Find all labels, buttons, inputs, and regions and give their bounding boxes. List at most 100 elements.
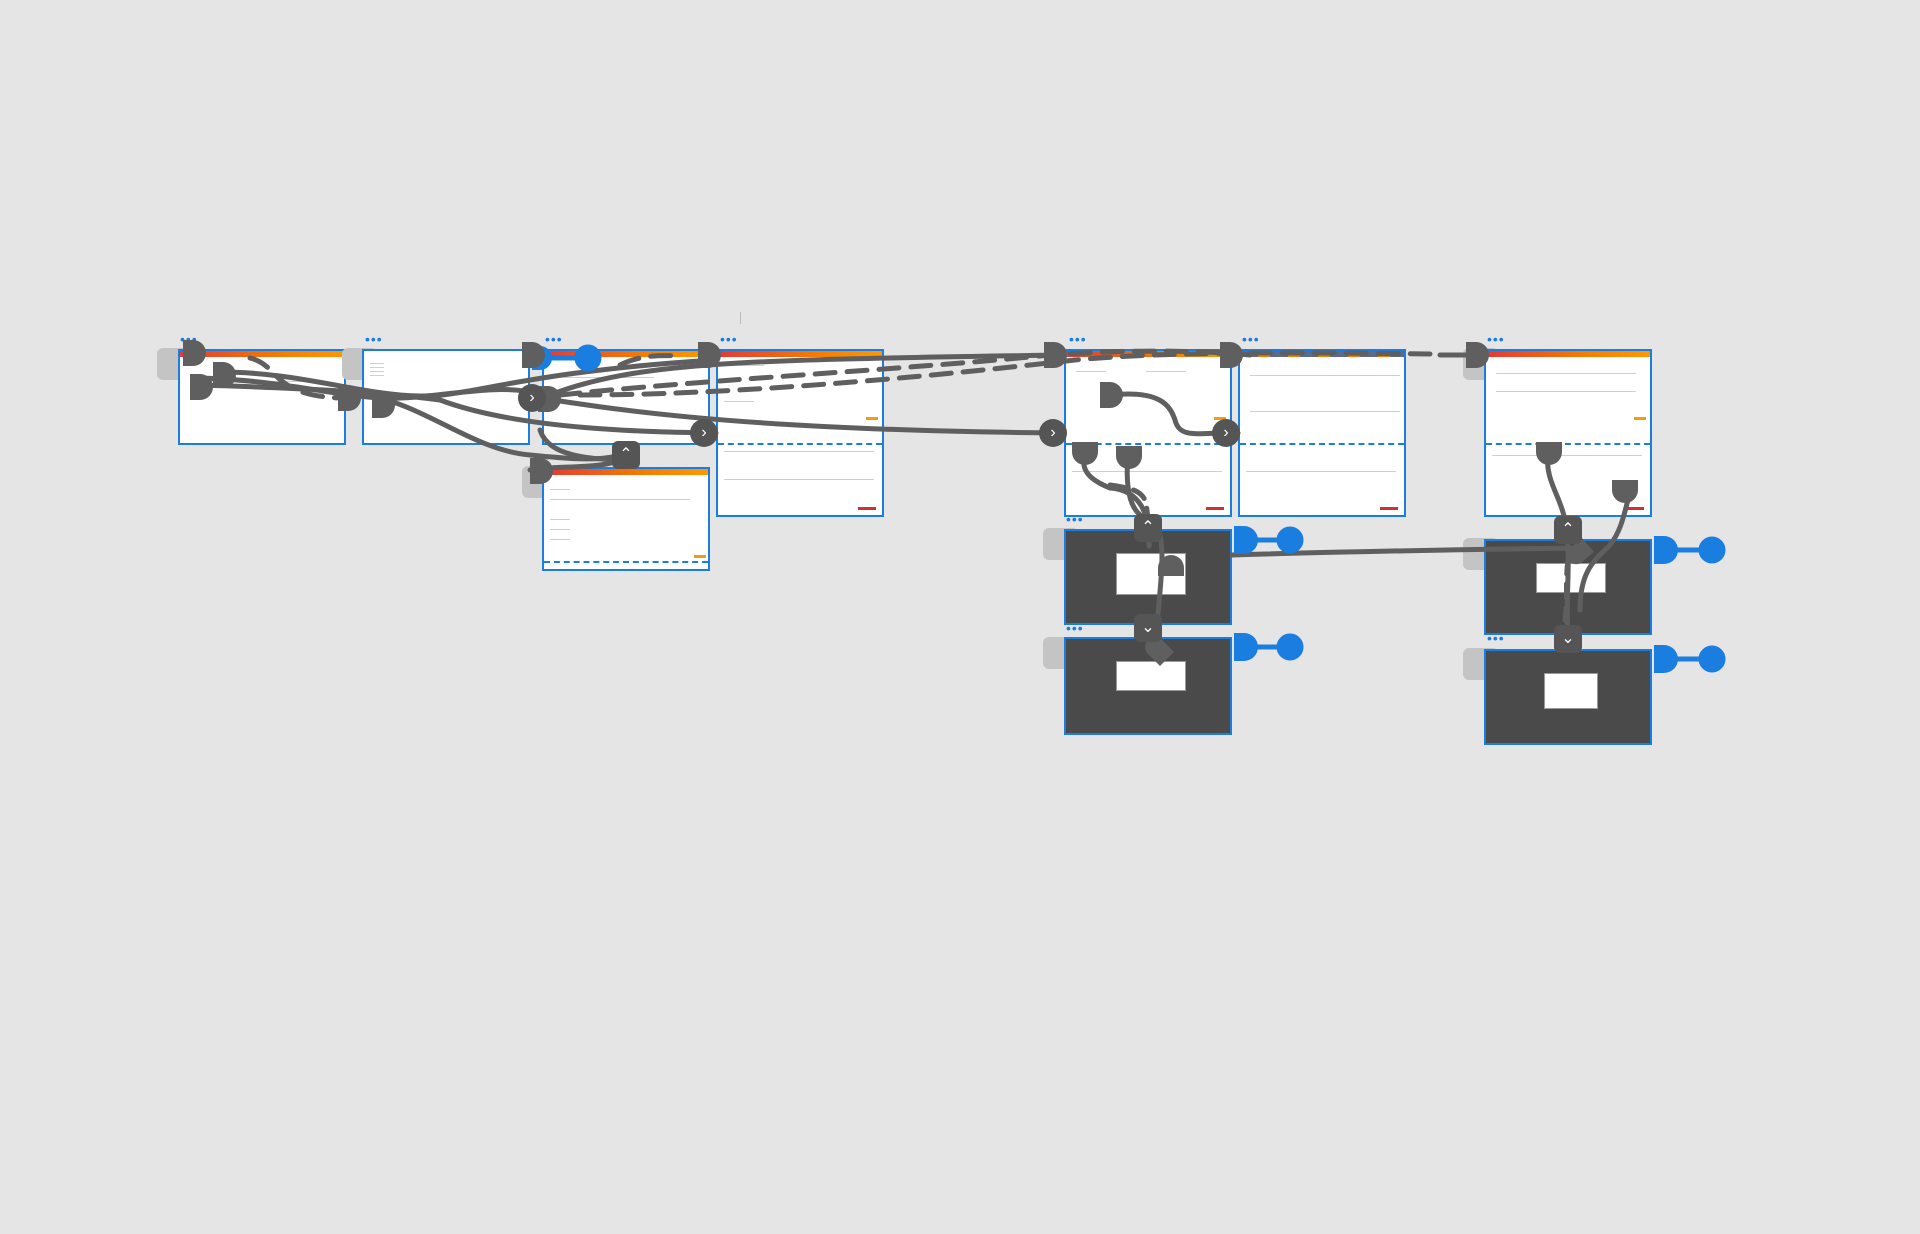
connector-wire-dashed [247,355,343,401]
content-line [1076,371,1106,372]
content-line [550,519,570,520]
wire-start-handle-icon [1466,342,1489,368]
more-dots-icon[interactable]: ••• [1242,335,1260,345]
content-line [550,499,690,500]
more-dots-icon[interactable]: ••• [545,335,563,345]
content-line [1492,455,1642,456]
wire-start-handle-icon [1044,342,1067,368]
wire-start-handle-icon [522,342,545,368]
wire-end-handle-icon [1158,555,1184,576]
artboard-header-bar [180,351,344,357]
link-end-icon [1698,645,1726,673]
link-start-handle-icon [1234,633,1258,661]
wire-end-handle-icon [1145,637,1174,666]
connector-wire-dashed [577,350,1433,398]
content-line [370,367,384,368]
chevron-down-icon[interactable]: ⌄ [1554,625,1582,653]
link-start-handle-icon [1654,645,1678,673]
artboard-header-bar [544,351,708,357]
link-end-icon [1276,526,1304,554]
connector-wire [1107,391,1241,437]
chevron-up-icon[interactable]: ⌃ [1134,514,1162,542]
danger-mini-button [858,507,876,510]
content-line [1246,471,1396,472]
wire-end-handle-icon [1072,442,1098,465]
content-line [550,529,570,530]
more-dots-icon[interactable]: ••• [1487,335,1505,345]
link-end-icon [1276,633,1304,661]
wire-end-handle-icon [1116,446,1142,469]
more-dots-icon[interactable]: ••• [365,335,383,345]
artboard-header-bar [1486,351,1650,357]
more-dots-icon[interactable]: ••• [1487,634,1505,644]
more-dots-icon[interactable]: ••• [1069,335,1087,345]
content-line [1496,391,1636,392]
link-start-handle-icon [1654,536,1678,564]
wire-start-handle-icon [213,362,236,388]
content-line [564,377,604,378]
connector-wire [1577,489,1633,613]
artboard-header-bar [718,351,882,357]
content-line [260,381,320,382]
more-dots-icon[interactable]: ••• [720,335,738,345]
connector-wire-dashed [1562,557,1571,623]
chevron-up-icon[interactable]: ⌃ [1554,516,1582,544]
wire-start-handle-icon [338,385,361,411]
wire-end-handle-icon [1536,442,1562,465]
fold-line [1066,443,1230,445]
danger-mini-button [1206,507,1224,510]
primary-mini-button [866,417,878,420]
artboard-overlay-4[interactable] [1484,649,1652,745]
fold-line [718,443,882,445]
artboard-header-bar [1066,351,1230,357]
wire-start-handle-icon [530,458,553,484]
content-line [1146,371,1186,372]
fold-line [544,561,708,563]
connector-wire-dashed [617,353,683,368]
wire-start-handle-icon [190,374,213,400]
connector-wire [537,427,631,463]
content-line [1250,411,1400,412]
content-line [614,377,654,378]
wire-end-handle-icon [1612,480,1638,503]
wire-start-handle-icon [1100,382,1123,408]
connector-wire [537,395,1063,436]
wire-start-handle-icon [1220,342,1243,368]
danger-mini-button [1380,507,1398,510]
chevron-up-icon[interactable]: ⌃ [612,441,640,469]
wire-start-handle-icon [698,342,721,368]
chevron-down-icon[interactable]: ⌄ [1134,614,1162,642]
content-line [724,401,754,402]
content-line [724,479,874,480]
fold-line [1486,443,1650,445]
danger-mini-button [1626,507,1644,510]
wire-start-handle-icon [372,392,395,418]
modal-dialog [1116,661,1186,691]
wire-end-handle-icon [1566,538,1594,565]
content-line [550,539,570,540]
chevron-right-icon[interactable]: › [1039,419,1067,447]
canvas-note [740,312,751,324]
content-line [550,489,570,490]
modal-dialog [1536,563,1606,593]
content-line [724,451,874,452]
content-line [1496,373,1636,374]
content-line [370,375,384,376]
more-dots-icon[interactable]: ••• [1066,624,1084,634]
modal-dialog [1544,673,1598,709]
content-line [370,371,384,372]
chevron-right-icon[interactable]: › [1212,419,1240,447]
wire-start-handle-icon [183,340,206,366]
fold-line [1240,443,1404,445]
chevron-right-icon[interactable]: › [518,384,546,412]
content-line [370,363,384,364]
chevron-right-icon[interactable]: › [690,419,718,447]
link-end-icon [1698,536,1726,564]
content-line [1250,375,1400,376]
content-line [724,365,764,366]
more-dots-icon[interactable]: ••• [1066,515,1084,525]
content-line [1072,471,1222,472]
primary-mini-button [1214,417,1226,420]
